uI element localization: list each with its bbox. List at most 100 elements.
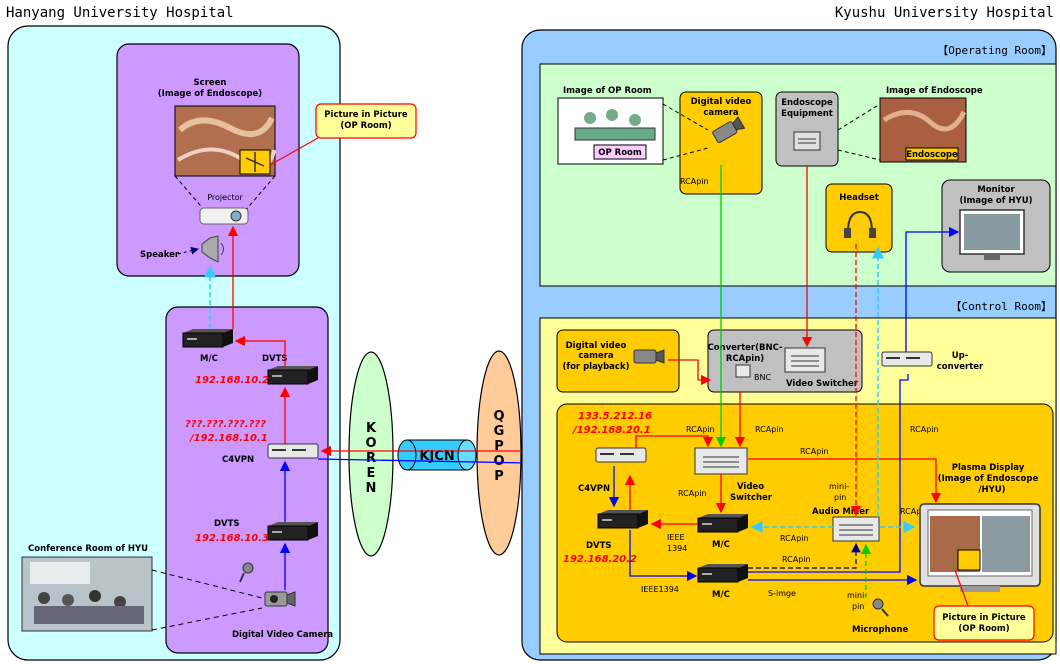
monitor-icon <box>959 209 1025 260</box>
audio-mixer-label: Audio Mixer <box>812 507 870 517</box>
endoscope-device <box>793 131 821 151</box>
plasma-label-2: (Image of Endoscope <box>938 474 1039 484</box>
screen-sublabel: (Image of Endoscope) <box>158 89 263 99</box>
converter-label-2: RCApin) <box>726 354 764 364</box>
hyu-camera-label: Digital Video Camera <box>232 630 333 640</box>
or-camera-icon <box>712 116 746 144</box>
qgpop-network <box>476 350 522 556</box>
kyushu-c4vpn-device <box>595 447 647 463</box>
hyu-mc-label: M/C <box>200 354 218 364</box>
video-switcher-label: Video <box>737 482 764 492</box>
mini-pin-top-label-2: pin <box>834 493 846 502</box>
koren-r: R <box>366 451 376 466</box>
kyushu-mc1-label: M/C <box>712 540 730 550</box>
hyu-c4vpn-ip-public: ???.???.???.??? <box>185 419 266 430</box>
kyushu-microphone-label: Microphone <box>852 625 908 635</box>
or-camera-label: Digital video <box>691 97 752 107</box>
mini-pin-bottom-label-2: pin <box>852 602 864 611</box>
playback-camera-icon <box>633 349 665 364</box>
qgpop-g: G <box>494 424 505 439</box>
kyushu-dvts-ip: 192.168.20.2 <box>563 554 637 565</box>
hyu-dvts-bottom-ip: 192.168.10.3 <box>195 533 269 544</box>
playback-camera-label-3: (for playback) <box>563 362 630 372</box>
rca-label-3: RCApin <box>910 425 939 434</box>
image-endoscope-label: Image of Endoscope <box>886 86 983 96</box>
video-switcher-label-2: Switcher <box>730 493 773 503</box>
mc2-to-upconverter <box>748 374 909 573</box>
endoscope-equipment-label-2: Equipment <box>781 109 833 119</box>
rca-label-8: RCApin <box>900 507 929 516</box>
image-op-room-label: Image of OP Room <box>563 86 652 96</box>
koren-network <box>348 351 394 557</box>
hyu-equipment-rack <box>165 306 329 654</box>
monitor-label: Monitor <box>977 185 1015 195</box>
ieee-label-b: IEEE1394 <box>641 585 679 594</box>
operating-room-header: 【Operating Room】 <box>937 44 1052 57</box>
c4vpn-to-switcher <box>635 435 714 448</box>
koren-k: K <box>366 421 377 436</box>
kyushu-microphone-icon <box>872 598 889 617</box>
video-switcher-device <box>694 447 748 475</box>
playback-camera-label: Digital video <box>566 341 627 351</box>
mini-pin-bottom-label: mini- <box>847 591 867 600</box>
upconverter-to-monitor <box>905 226 960 352</box>
switcher-to-plasma <box>748 458 942 504</box>
bnc-label: BNC <box>754 373 771 382</box>
monitor-sublabel: (Image of HYU) <box>959 196 1032 206</box>
hyu-pip-callout-line1: Picture in Picture <box>324 110 408 120</box>
s-image-label: S-imge <box>768 589 796 598</box>
hyu-dvts-to-mc <box>234 335 286 366</box>
video-switcher-top-label: Video Switcher <box>786 379 859 389</box>
rca-label-2: RCApin <box>755 425 784 434</box>
hyu-dvts-bottom-label: DVTS <box>214 519 240 529</box>
headset-label: Headset <box>839 193 879 203</box>
hyu-pip-callout-line2: (OP Room) <box>340 121 391 131</box>
kyushu-pip-callout-line1: Picture in Picture <box>942 613 1026 623</box>
hyu-dvts-top-device <box>267 365 319 385</box>
hyu-c4vpn-ip-private: /192.168.10.1 <box>189 433 268 444</box>
upconverter-label: Up- <box>952 351 969 361</box>
kyushu-pip-callout <box>933 605 1035 641</box>
headset-icon <box>844 210 876 238</box>
qgpop-o: O <box>493 454 504 469</box>
or-camera-rca: RCApin <box>680 177 709 186</box>
koren-o: O <box>365 436 376 451</box>
qgpop-q: Q <box>493 409 504 424</box>
qgpop-p: P <box>494 439 504 454</box>
header-kyushu: Kyushu University Hospital <box>835 5 1054 21</box>
rca-label-1: RCApin <box>686 425 715 434</box>
hyu-camera-icon <box>264 591 296 607</box>
rca-label-7: RCApin <box>782 555 811 564</box>
qgpop-p2: P <box>494 469 504 484</box>
koren-e: E <box>367 466 376 481</box>
endoscope-tag: Endoscope <box>906 150 958 160</box>
rca-label-4: RCApin <box>800 447 829 456</box>
rca-label-5: RCApin <box>678 489 707 498</box>
screen-label: Screen <box>194 78 227 88</box>
hyu-microphone-icon <box>239 562 254 583</box>
audio-mixer-device <box>832 516 880 542</box>
kyushu-mc2-label: M/C <box>712 590 730 600</box>
playback-to-converter <box>668 359 712 386</box>
kjcn-cable <box>397 439 477 471</box>
hyu-dvts-top-label: DVTS <box>262 354 288 364</box>
upconverter-label-2: converter <box>937 362 984 372</box>
projector-label: Projector <box>207 193 243 202</box>
ieee-label-a: IEEE <box>667 533 685 542</box>
or-camera-label-2: camera <box>703 108 739 118</box>
hyu-dvts-top-ip: 192.168.10.2 <box>195 375 269 386</box>
kyushu-c4vpn-ip-private: /192.168.20.1 <box>572 425 651 436</box>
hyu-c4vpn-device <box>267 443 319 459</box>
kyushu-mc1-device <box>697 513 749 533</box>
hyu-pip-callout <box>315 103 417 139</box>
plasma-label: Plasma Display <box>952 463 1025 473</box>
converter-label: Converter(BNC- <box>707 343 783 353</box>
kyushu-dvts-label: DVTS <box>586 541 612 551</box>
projector-icon <box>199 207 249 225</box>
koren-n: N <box>366 481 377 496</box>
kyushu-mc2-device <box>697 563 749 583</box>
rca-label-6: RCApin <box>780 534 809 543</box>
mc2-to-mixer <box>748 542 861 569</box>
video-switcher-top-device <box>784 347 826 373</box>
kyushu-c4vpn-ip-public: 133.5.212.16 <box>578 411 652 422</box>
